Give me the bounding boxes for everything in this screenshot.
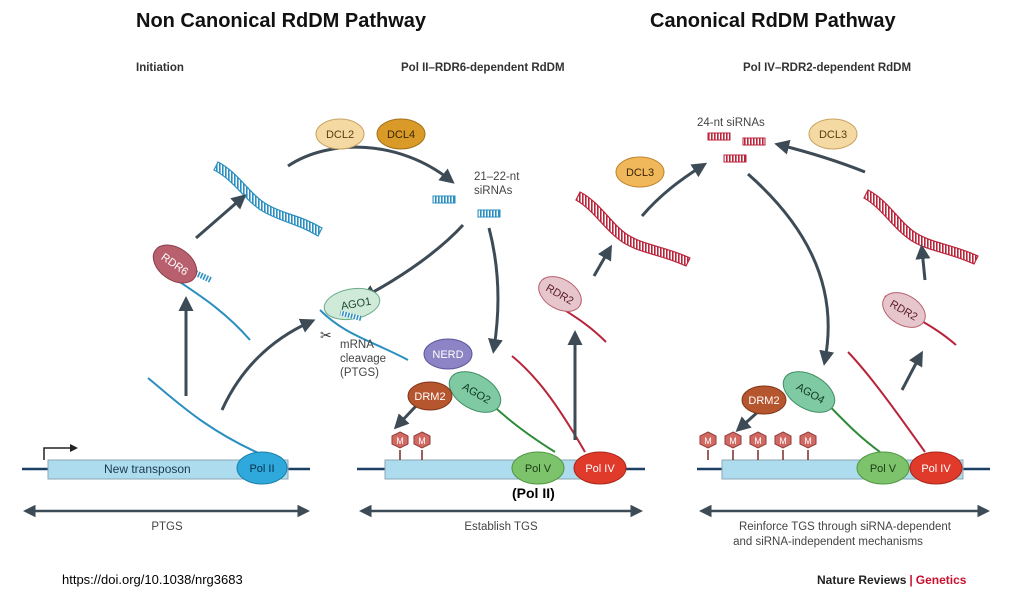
nerd-protein — [423, 338, 473, 370]
dcl3-label-left: DCL3 — [626, 167, 654, 179]
svg-text:M: M — [396, 436, 404, 446]
polv-enzyme-2 — [511, 451, 565, 485]
title-canonical: Canonical RdDM Pathway — [650, 10, 896, 32]
journal-name: Nature Reviews — [817, 573, 907, 587]
svg-text:M: M — [779, 436, 787, 446]
poliv-label-2: Pol IV — [585, 463, 615, 475]
drm2-label-3: DRM2 — [748, 395, 779, 407]
section-pol2-rdr6: Pol II–RDR6-dependent RdDM — [401, 62, 565, 74]
svg-text:M: M — [704, 436, 712, 446]
pathway-arrows — [178, 139, 931, 440]
svg-text:M: M — [418, 436, 426, 446]
polv-label-2: Pol V — [525, 463, 552, 475]
mrna-cleavage-label-line2: cleavage — [340, 353, 386, 365]
dcl4-enzyme — [376, 118, 426, 150]
title-non-canonical: Non Canonical RdDM Pathway — [136, 10, 427, 32]
poliv-transcript-3 — [847, 351, 926, 453]
mrna-cleavage-label-line3: (PTGS) — [340, 367, 379, 379]
reinforce-tgs-label-line1: Reinforce TGS through siRNA-dependent — [739, 521, 952, 533]
dcl3-enzyme-right — [808, 118, 858, 150]
sirna-24-label: 24-nt siRNAs — [697, 117, 765, 129]
ago4-complex — [782, 371, 836, 413]
sirna-21-22-duplexes — [432, 195, 501, 218]
rdr6-enzyme — [152, 244, 198, 284]
transcript-strand-1 — [147, 377, 266, 457]
pol2-enzyme — [236, 451, 288, 485]
ago1-target-strand — [319, 309, 409, 361]
drm2-enzyme-2 — [407, 381, 453, 411]
ago1-label: AGO1 — [340, 296, 372, 313]
rdr2-enzyme-left — [538, 276, 582, 312]
pol2-paren-annotation: (Pol II) — [512, 485, 555, 501]
sirna-21-22-label-line1: 21–22-nt — [474, 171, 520, 183]
svg-text:M: M — [804, 436, 812, 446]
dsrna-red-right — [863, 189, 979, 265]
methylation-marks-2: M M — [391, 431, 431, 460]
journal-section: Genetics — [915, 573, 967, 587]
tss-arrow-icon — [43, 447, 72, 460]
dcl2-label: DCL2 — [326, 129, 354, 141]
ago2-complex — [448, 371, 502, 413]
sirna-24-duplexes — [707, 132, 766, 163]
section-pol4-rdr2: Pol IV–RDR2-dependent RdDM — [743, 62, 912, 74]
svg-text:M: M — [754, 436, 762, 446]
polv-label-3: Pol V — [870, 463, 897, 475]
svg-text:M: M — [729, 436, 737, 446]
dcl2-enzyme — [315, 118, 365, 150]
rdr2-enzyme-right — [882, 292, 926, 328]
ptgs-label: PTGS — [151, 521, 183, 533]
sirna-21-22-label-line2: siRNAs — [474, 185, 513, 197]
poliv-label-3: Pol IV — [921, 463, 951, 475]
drm2-enzyme-3 — [741, 385, 787, 415]
dna-panel-1 — [22, 444, 310, 480]
journal-separator: | — [909, 573, 913, 587]
mrna-cleavage-label-line1: mRNA — [340, 339, 374, 351]
methylation-marks-3: M M M M M — [699, 431, 817, 460]
pol2-label: Pol II — [249, 463, 274, 475]
section-initiation: Initiation — [136, 62, 184, 74]
new-transposon-label: New transposon — [104, 462, 191, 476]
dsrna-blue-long — [213, 161, 323, 237]
reinforce-tgs-label-line2: and siRNA-independent mechanisms — [733, 536, 923, 548]
dcl3-enzyme-left — [615, 156, 665, 188]
ago1-loaded-sirna — [339, 310, 363, 322]
nerd-label: NERD — [432, 349, 463, 361]
journal-brand: Nature Reviews|Genetics — [817, 573, 966, 587]
poliv-enzyme-3 — [909, 451, 963, 485]
dcl4-label: DCL4 — [387, 129, 415, 141]
dcl3-label-right: DCL3 — [819, 129, 847, 141]
drm2-label-2: DRM2 — [414, 391, 445, 403]
establish-tgs-label: Establish TGS — [464, 521, 538, 533]
polv-enzyme-3 — [856, 451, 910, 485]
dsrna-red-left — [575, 191, 691, 267]
poliv-enzyme-2 — [573, 451, 627, 485]
doi-link[interactable]: https://doi.org/10.1038/nrg3683 — [62, 572, 243, 587]
transposon-bar-1 — [47, 459, 289, 480]
scissors-icon: ✂ — [320, 327, 332, 343]
